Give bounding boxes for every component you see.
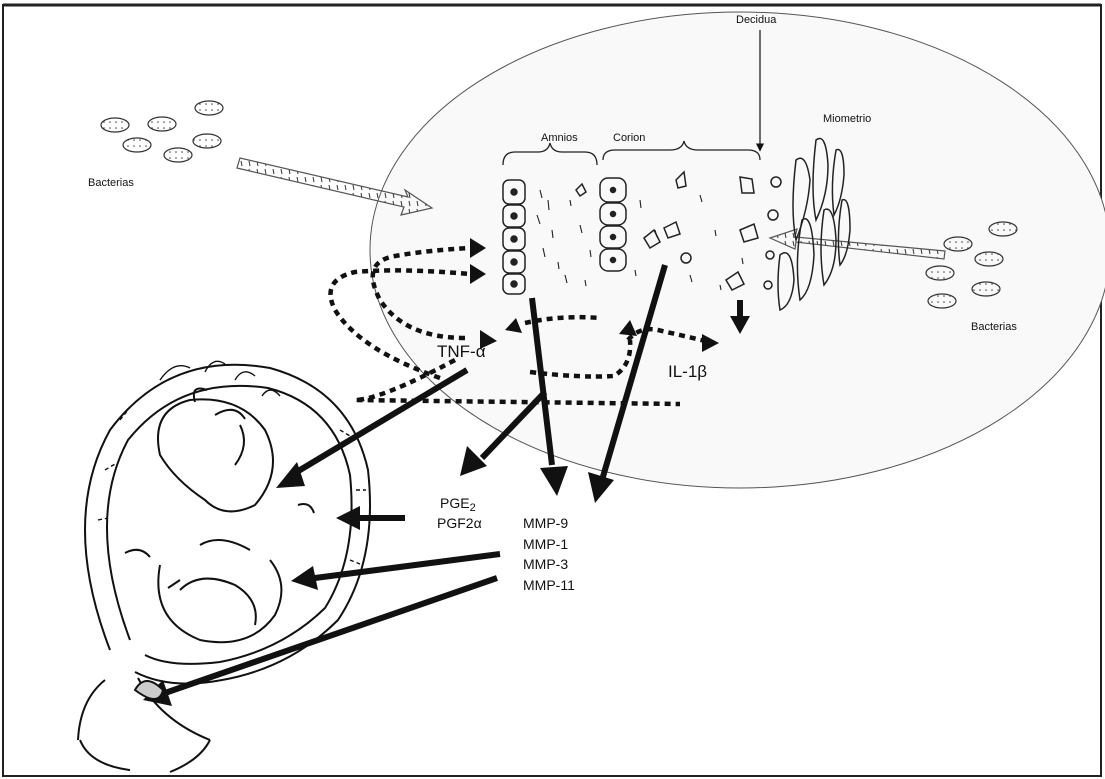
label-mmp-9: MMP-9	[523, 515, 568, 531]
uterus-fetus-drawing	[78, 361, 370, 772]
label-mmp-11: MMP-11	[523, 577, 575, 593]
label-pge2: PGE2	[440, 495, 476, 514]
label-bacterias-left: Bacterias	[88, 177, 134, 189]
bacteria-cluster-left	[101, 101, 223, 162]
label-amnios: Amnios	[541, 132, 578, 144]
label-mmp-3: MMP-3	[523, 556, 568, 572]
label-decidua: Decidua	[736, 14, 777, 26]
label-miometrio: Miometrio	[823, 113, 871, 125]
label-corion: Corion	[613, 132, 645, 144]
label-bacterias-right: Bacterias	[971, 321, 1017, 333]
label-tnf-alpha: TNF-α	[437, 342, 486, 361]
label-il-1-beta: IL-1β	[668, 362, 707, 381]
label-mmp-1: MMP-1	[523, 536, 568, 552]
label-pgf2-alpha: PGF2α	[437, 515, 482, 531]
